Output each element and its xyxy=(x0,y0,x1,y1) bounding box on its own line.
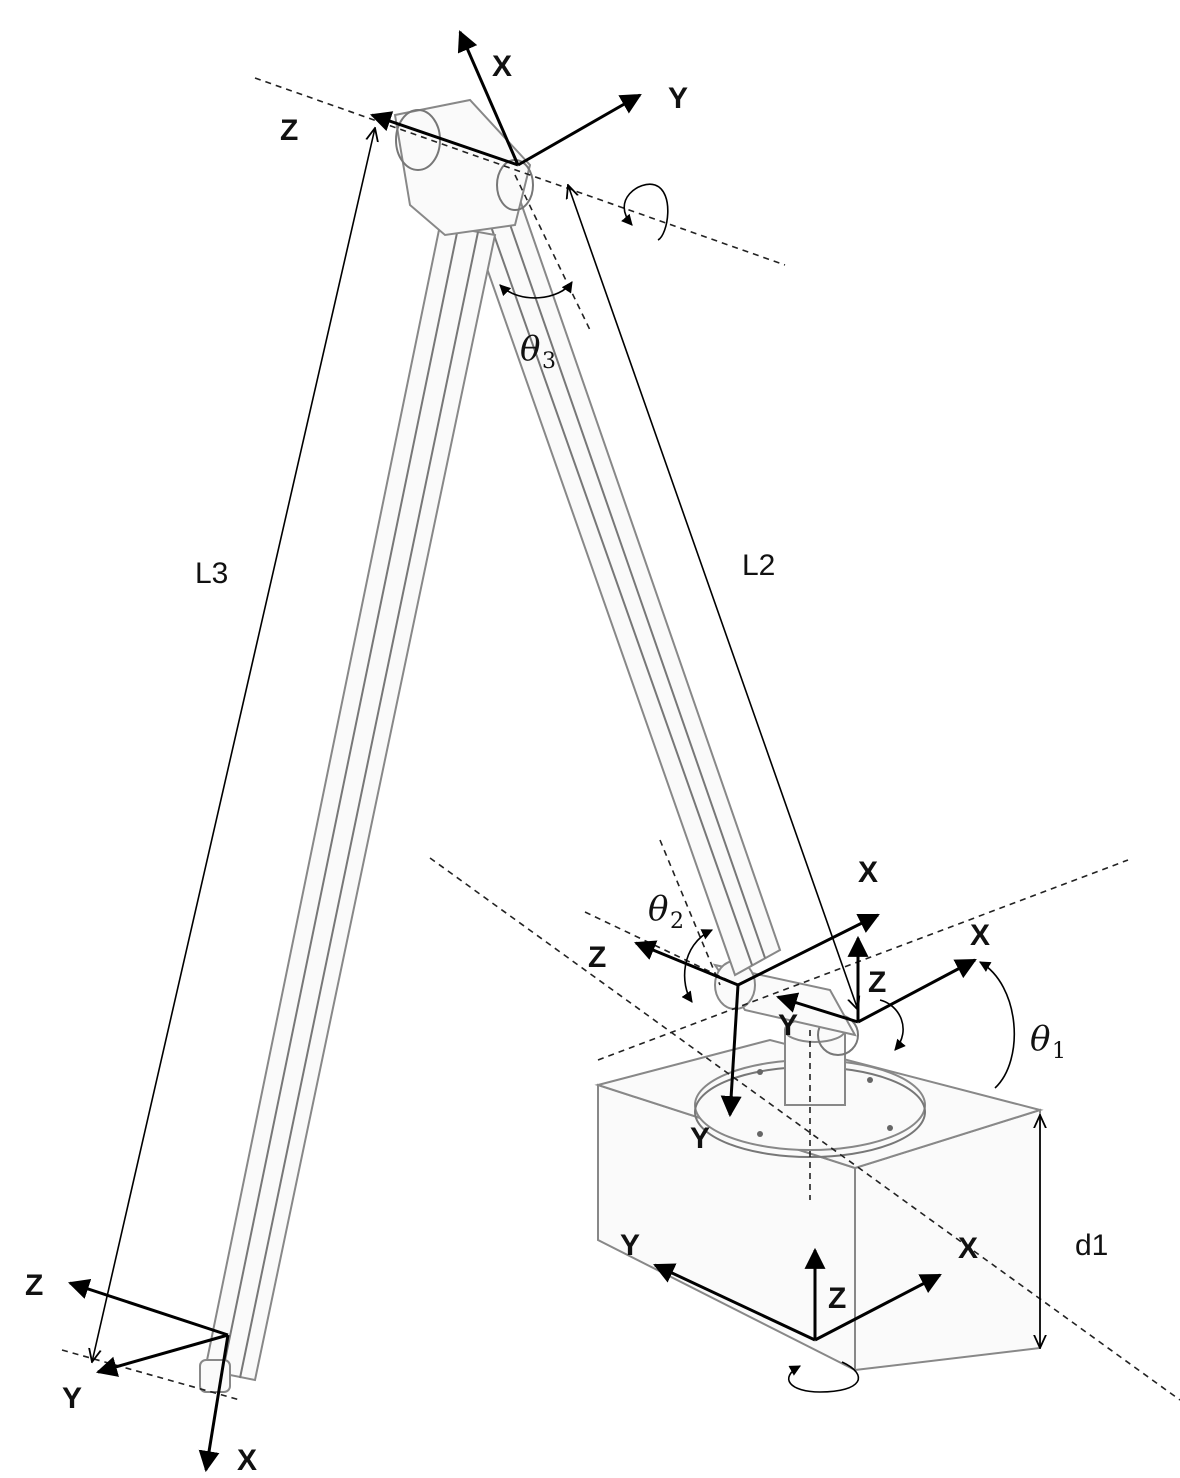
joint2-frame: X Z Y θ 2 xyxy=(588,856,880,1155)
theta1-subscript: 1 xyxy=(1052,1039,1066,1064)
l3-dimension: L3 xyxy=(92,128,375,1362)
theta1-label: θ xyxy=(1030,1019,1050,1059)
joint1-frame: Z X Y θ 1 xyxy=(775,919,1066,1089)
joint1-x-label: X xyxy=(970,919,990,952)
lower-link xyxy=(203,223,497,1382)
theta2-label: θ xyxy=(648,889,668,929)
joint2-z-label: Z xyxy=(588,941,606,974)
joint2-x-label: X xyxy=(858,856,878,889)
upper-link xyxy=(468,198,782,977)
top-z-label: Z xyxy=(280,114,298,147)
top-y-label: Y xyxy=(668,82,688,115)
joint1-rotation-icon xyxy=(879,999,906,1051)
theta2-arc xyxy=(681,929,714,1003)
d1-dimension: d1 xyxy=(1040,1115,1108,1348)
end-y-label: Y xyxy=(62,1382,82,1415)
joint2-y-label: Y xyxy=(690,1122,710,1155)
joint1-y-label: Y xyxy=(778,1009,798,1042)
end-z-label: Z xyxy=(25,1269,43,1302)
theta2-subscript: 2 xyxy=(670,909,684,934)
base-rotation-icon xyxy=(787,1361,860,1393)
theta1-arc xyxy=(979,961,1015,1089)
l3-label: L3 xyxy=(195,557,228,590)
d1-label: d1 xyxy=(1075,1229,1108,1262)
base-frame: X Y Z xyxy=(620,1229,978,1393)
l2-dimension: L2 xyxy=(568,185,858,1010)
elbow-housing xyxy=(393,98,534,237)
theta3-label: θ xyxy=(520,329,540,369)
end-x-label: X xyxy=(237,1444,257,1477)
top-x-label: X xyxy=(492,50,512,83)
joint1-z-label: Z xyxy=(868,966,886,999)
base-z-label: Z xyxy=(828,1282,846,1315)
top-rotation-icon xyxy=(621,183,669,241)
end-joint xyxy=(199,1359,231,1393)
end-frame: Z Y X xyxy=(25,1269,257,1477)
base-y-label: Y xyxy=(620,1229,640,1262)
base-x-label: X xyxy=(958,1232,978,1265)
theta3-subscript: 3 xyxy=(542,349,556,374)
robot-body xyxy=(199,98,1044,1393)
l2-label: L2 xyxy=(742,549,775,582)
